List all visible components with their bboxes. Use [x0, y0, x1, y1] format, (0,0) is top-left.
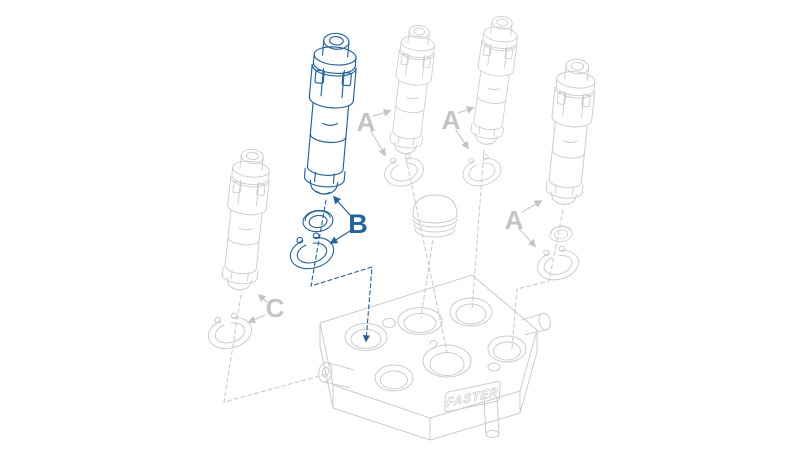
pilot-hole-right	[487, 362, 501, 372]
bore-center-large	[422, 339, 472, 378]
side-port-left	[318, 361, 354, 388]
pilot-hole-left	[382, 318, 396, 328]
snap-ring-c	[203, 309, 256, 354]
centerline-b	[310, 199, 373, 343]
label-a3: A	[505, 205, 524, 235]
cartridge-a2	[467, 13, 521, 148]
centerline-a1	[405, 157, 448, 353]
label-a1: A	[357, 107, 376, 137]
bore-lower-left	[374, 364, 414, 392]
label-b: B	[348, 209, 368, 239]
bore-top-right	[449, 297, 493, 327]
bore-upper-left	[344, 323, 388, 351]
snap-ring-b	[285, 229, 338, 274]
cavity-plug-cap	[412, 194, 458, 238]
centerline-cap	[420, 239, 434, 318]
callout-arrows-b	[329, 195, 351, 244]
callout-arrows-gray	[247, 106, 543, 324]
manifold-block: FASTER	[318, 274, 551, 441]
cartridge-c	[218, 147, 273, 293]
cartridge-a1	[386, 23, 438, 157]
bore-right	[487, 335, 527, 363]
background-parts: FASTER	[203, 13, 599, 441]
o-ring-a3	[548, 224, 574, 244]
snap-ring-a1	[380, 150, 428, 191]
centerline-a3	[511, 209, 564, 350]
snap-ring-a2	[458, 150, 505, 191]
o-ring-b	[301, 207, 335, 235]
centerline-c	[223, 294, 328, 403]
faster-logo: FASTER	[444, 380, 501, 413]
cartridge-a3	[542, 56, 599, 208]
label-a2: A	[442, 105, 461, 135]
label-c: C	[266, 293, 285, 323]
highlighted-assembly-b	[285, 30, 373, 343]
side-port-right	[521, 312, 551, 336]
cartridge-b	[300, 30, 360, 197]
snap-ring-a3	[532, 242, 583, 285]
bore-top-middle	[397, 307, 443, 335]
centerline-a2	[471, 149, 485, 311]
